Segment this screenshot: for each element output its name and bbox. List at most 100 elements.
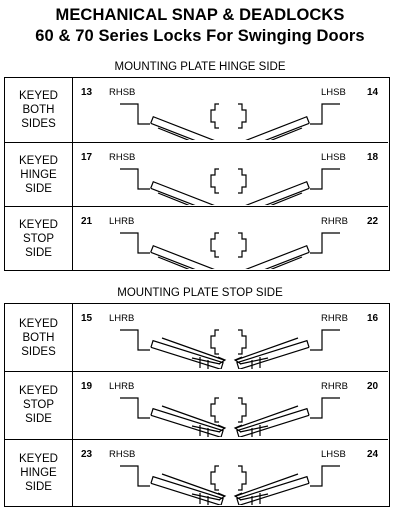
door-leaf [235, 182, 310, 205]
right-door-symbol [235, 330, 340, 369]
swing-arrow [158, 257, 228, 269]
row-label-line: KEYED [19, 218, 58, 231]
strike-symbol [211, 104, 246, 128]
swing-arrow [162, 474, 224, 496]
left-model-number: 17 [81, 152, 93, 163]
door-leaf [151, 246, 226, 269]
row-label-line: STOP [22, 399, 55, 412]
row-label-line: KEYED [19, 317, 58, 330]
left-door-symbol [120, 466, 225, 505]
swing-arrow [232, 128, 302, 140]
strike-right [238, 466, 246, 490]
row-label-line: SIDES [21, 118, 56, 130]
strike-right [238, 104, 246, 128]
left-door-symbol [120, 398, 225, 437]
door-leaf [151, 117, 226, 140]
door-leaf [237, 476, 309, 504]
left-handing-code: LHRB [109, 313, 135, 324]
left-handing-code: LHRB [109, 381, 135, 393]
left-handing-code: RHSB [109, 448, 136, 460]
swing-arrow [236, 474, 298, 496]
right-door-symbol [231, 233, 340, 269]
strike-left [211, 466, 219, 490]
swing-arrow [158, 193, 228, 205]
frame-jamb [120, 398, 150, 418]
strike-right [238, 398, 246, 422]
strike-left [211, 233, 219, 257]
right-model-number: 16 [367, 313, 379, 324]
door-leaf [151, 476, 223, 504]
right-handing-code: RHRB [321, 313, 348, 324]
frame-jamb [120, 330, 150, 350]
door-leaf [235, 246, 310, 269]
swing-arrow [232, 193, 302, 205]
main-subtitle: 60 & 70 Series Locks For Swinging Doors [35, 27, 365, 45]
row-label-line: SIDE [25, 480, 52, 493]
right-door-symbol [231, 104, 340, 140]
door-handing-diagram [72, 78, 388, 140]
row-label-line: SIDE [25, 182, 52, 195]
strike-left [211, 104, 219, 128]
left-door-symbol [120, 169, 229, 205]
door-leaf [151, 182, 226, 205]
left-model-number: 21 [81, 216, 93, 227]
main-title: MECHANICAL SNAP & DEADLOCKS [55, 6, 345, 24]
right-model-number: 18 [367, 152, 379, 163]
right-model-number: 14 [367, 87, 379, 98]
door-handing-diagram [72, 143, 388, 205]
swing-arrow [236, 406, 298, 428]
row-label-line: KEYED [19, 90, 58, 102]
strike-left [211, 169, 219, 193]
section-heading-stop-side: MOUNTING PLATE STOP SIDE [117, 287, 283, 299]
right-model-number: 22 [367, 216, 379, 227]
swing-arrow [232, 257, 302, 269]
left-model-number: 23 [81, 448, 93, 460]
frame-jamb [120, 104, 150, 124]
door-handing-diagram [72, 372, 388, 437]
frame-jamb [310, 466, 340, 486]
right-handing-code: LHSB [321, 87, 346, 98]
strike-right [238, 233, 246, 257]
row-label-line: BOTH [22, 104, 55, 116]
door-leaf [151, 409, 223, 437]
frame-jamb [310, 330, 340, 350]
left-door-symbol [120, 233, 229, 269]
row-label-line: HINGE [20, 168, 57, 181]
swing-arrow [236, 338, 298, 360]
row-label-line: KEYED [19, 452, 58, 465]
row-label-line: SIDE [25, 246, 52, 259]
left-door-symbol [120, 330, 225, 369]
left-model-number: 13 [81, 87, 93, 98]
row-label-line: KEYED [19, 154, 58, 167]
strike-right [238, 330, 246, 354]
frame-jamb [310, 104, 340, 124]
strike-left [211, 398, 219, 422]
strike-left [211, 330, 219, 354]
right-model-number: 20 [367, 381, 379, 393]
door-leaf [237, 409, 309, 437]
left-handing-code: RHSB [109, 152, 136, 163]
swing-arrow [162, 406, 224, 428]
right-handing-code: RHRB [321, 381, 348, 393]
swing-arrow [158, 128, 228, 140]
frame-jamb [120, 169, 150, 189]
right-handing-code: RHRB [321, 216, 348, 227]
door-leaf [151, 341, 223, 369]
row-label-line: SIDE [25, 413, 52, 426]
frame-jamb [310, 169, 340, 189]
door-handing-diagram [72, 207, 388, 269]
row-label-line: KEYED [19, 385, 58, 398]
strike-symbol [211, 398, 246, 422]
row-label: KEYED BOTH SIDES [5, 78, 73, 142]
right-model-number: 24 [367, 448, 379, 460]
frame-jamb [310, 233, 340, 253]
